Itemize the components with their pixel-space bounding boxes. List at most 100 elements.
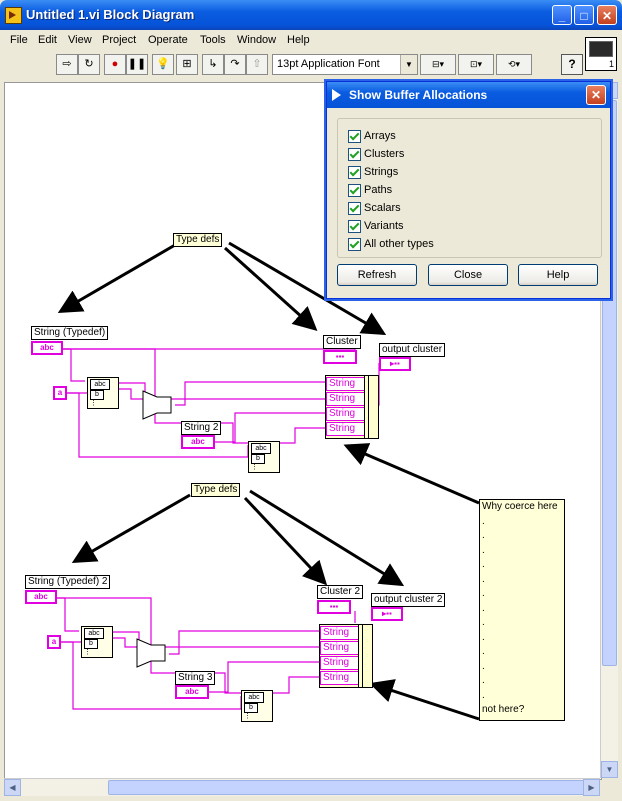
bundle-row[interactable]: String bbox=[320, 626, 362, 640]
dialog-close-button[interactable]: ✕ bbox=[586, 85, 606, 105]
menu-project[interactable]: Project bbox=[102, 34, 137, 46]
bundle-bar bbox=[362, 625, 372, 687]
cluster2-terminal[interactable]: ▪▪▪ bbox=[317, 600, 351, 614]
type-defs-label-bottom[interactable]: Type defs bbox=[191, 483, 241, 497]
dialog-close-text-button[interactable]: Close bbox=[428, 264, 508, 286]
bundle-row[interactable]: String bbox=[326, 407, 368, 421]
highlight-execution-icon[interactable]: 💡 bbox=[152, 54, 174, 75]
run-continuously-icon[interactable]: ↻ bbox=[78, 54, 100, 75]
output-cluster2-terminal[interactable]: ▸▪▪ bbox=[371, 607, 403, 621]
checkbox-all-other-types[interactable]: All other types bbox=[348, 237, 434, 251]
note-dot: . bbox=[482, 573, 485, 585]
menu-view[interactable]: View bbox=[68, 34, 92, 46]
bundle-row[interactable]: String bbox=[320, 671, 362, 685]
menu-help[interactable]: Help bbox=[287, 34, 310, 46]
maximize-button[interactable]: □ bbox=[574, 5, 594, 25]
checkbox-scalars[interactable]: Scalars bbox=[348, 201, 401, 215]
free-label-note[interactable]: Why coerce here . . . . . . . . . . . . … bbox=[479, 499, 565, 721]
horizontal-scroll-thumb[interactable] bbox=[108, 780, 592, 795]
string-typedef2-terminal[interactable]: abc bbox=[25, 590, 57, 604]
bundle-row[interactable]: String bbox=[326, 377, 368, 391]
checkbox-arrays[interactable]: Arrays bbox=[348, 129, 396, 143]
close-button[interactable]: ✕ bbox=[597, 5, 617, 25]
step-into-icon[interactable]: ↳ bbox=[202, 54, 224, 75]
string-typedef-label[interactable]: String (Typedef) bbox=[31, 326, 109, 340]
checkbox-label: Strings bbox=[364, 166, 399, 178]
string3-terminal[interactable]: abc bbox=[175, 685, 209, 699]
select-node bbox=[136, 638, 166, 668]
context-help-button[interactable]: ? bbox=[561, 54, 583, 75]
checkbox-variants[interactable]: Variants bbox=[348, 219, 404, 233]
menu-tools[interactable]: Tools bbox=[200, 34, 226, 46]
abc-text: abc bbox=[191, 437, 205, 446]
abort-icon[interactable]: ● bbox=[104, 54, 126, 75]
checkbox-strings[interactable]: Strings bbox=[348, 165, 398, 179]
scroll-right-icon[interactable]: ▶ bbox=[583, 779, 600, 796]
menu-file[interactable]: File bbox=[10, 34, 28, 46]
dialog-icon bbox=[332, 89, 341, 101]
cluster-terminal[interactable]: ▪▪▪ bbox=[323, 350, 357, 364]
a-constant[interactable]: a bbox=[53, 386, 67, 400]
string-typedef-terminal[interactable]: abc bbox=[31, 341, 63, 355]
menu-edit[interactable]: Edit bbox=[38, 34, 57, 46]
vi-icon: 1 bbox=[585, 37, 617, 71]
bundle-row[interactable]: String bbox=[326, 392, 368, 406]
checkbox-paths[interactable]: Paths bbox=[348, 183, 392, 197]
type-defs-label-top[interactable]: Type defs bbox=[173, 233, 223, 247]
checkbox-icon[interactable] bbox=[348, 184, 361, 197]
string-typedef2-label[interactable]: String (Typedef) 2 bbox=[25, 575, 111, 589]
menu-window[interactable]: Window bbox=[237, 34, 277, 46]
arrow-line bbox=[223, 246, 318, 332]
bundle-row[interactable]: String bbox=[320, 656, 362, 670]
minimize-button[interactable]: _ bbox=[552, 5, 572, 25]
checkbox-label: Scalars bbox=[364, 202, 401, 214]
checkbox-icon[interactable] bbox=[348, 130, 361, 143]
arrow-line bbox=[71, 493, 191, 563]
checkbox-label: Paths bbox=[364, 184, 393, 196]
a-text: a bbox=[57, 388, 63, 397]
run-arrow-icon[interactable]: ⇨ bbox=[56, 54, 78, 75]
refresh-button[interactable]: Refresh bbox=[337, 264, 417, 286]
labview-icon bbox=[5, 7, 22, 24]
output-cluster-label[interactable]: output cluster bbox=[379, 343, 446, 357]
checkbox-icon[interactable] bbox=[348, 220, 361, 233]
bundle-row[interactable]: String bbox=[326, 422, 368, 436]
bundle-row[interactable]: String bbox=[320, 641, 362, 655]
checkbox-icon[interactable] bbox=[348, 166, 361, 179]
distribute-objects-icon[interactable]: ⊡▾ bbox=[458, 54, 494, 75]
output-cluster2-label[interactable]: output cluster 2 bbox=[371, 593, 446, 607]
string3-label[interactable]: String 3 bbox=[175, 671, 216, 685]
bundle-by-name-node[interactable]: String String String String bbox=[325, 375, 379, 439]
string2-label[interactable]: String 2 bbox=[181, 421, 222, 435]
a-constant-2[interactable]: a bbox=[47, 635, 61, 649]
cluster2-label[interactable]: Cluster 2 bbox=[317, 585, 364, 599]
scroll-left-icon[interactable]: ◀ bbox=[4, 779, 21, 796]
scroll-down-icon[interactable]: ▼ bbox=[601, 761, 618, 778]
checkbox-icon[interactable] bbox=[348, 238, 361, 251]
reorder-icon[interactable]: ⟲▾ bbox=[496, 54, 532, 75]
note-dot: . bbox=[482, 675, 485, 686]
checkbox-label: All other types bbox=[364, 238, 434, 250]
font-select[interactable]: 13pt Application Font ▼ bbox=[272, 54, 418, 75]
string2-terminal[interactable]: abc bbox=[181, 435, 215, 449]
dialog-title-bar: Show Buffer Allocations ✕ bbox=[327, 82, 610, 108]
step-over-icon[interactable]: ↷ bbox=[224, 54, 246, 75]
arrow-line bbox=[228, 241, 387, 336]
retain-wire-values-icon[interactable]: ⊞ bbox=[176, 54, 198, 75]
bundle-by-name-node-2[interactable]: String String String String bbox=[319, 624, 373, 688]
help-button[interactable]: Help bbox=[518, 264, 598, 286]
cluster-label[interactable]: Cluster bbox=[323, 335, 361, 349]
output-cluster-terminal[interactable]: ▸▪▪ bbox=[379, 357, 411, 371]
checkbox-icon[interactable] bbox=[348, 202, 361, 215]
checkbox-clusters[interactable]: Clusters bbox=[348, 147, 404, 161]
step-out-icon[interactable]: ⇧ bbox=[246, 54, 268, 75]
horizontal-scrollbar[interactable]: ◀ ▶ bbox=[4, 778, 600, 796]
checkbox-icon[interactable] bbox=[348, 148, 361, 161]
align-objects-icon[interactable]: ⊟▾ bbox=[420, 54, 456, 75]
menu-operate[interactable]: Operate bbox=[148, 34, 188, 46]
pause-icon[interactable]: ❚❚ bbox=[126, 54, 148, 75]
